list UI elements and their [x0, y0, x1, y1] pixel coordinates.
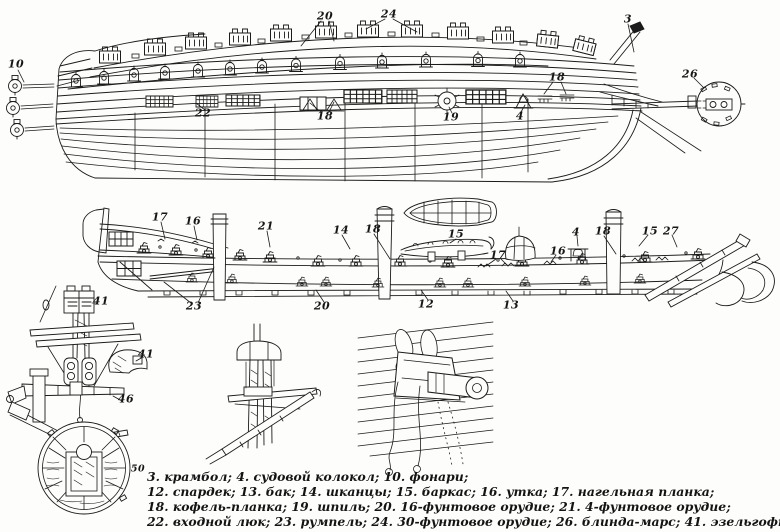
part-label-18m: 18 — [364, 222, 382, 236]
part-label-17b: 17 — [489, 248, 507, 262]
top-leader-lines — [17, 18, 705, 114]
part-label-19: 19 — [442, 110, 460, 124]
caption-line-3: 18. кофель-планка; 19. шпиль; 20. 16-фун… — [147, 499, 731, 514]
part-label-14: 14 — [332, 223, 350, 237]
part-label-27: 27 — [662, 224, 680, 238]
part-label-21: 21 — [257, 219, 275, 233]
part-label-20: 20 — [316, 9, 334, 23]
part-label-16b: 16 — [549, 244, 567, 258]
part-label-41: 41 — [92, 294, 110, 308]
part-label-3: 3 — [623, 12, 633, 26]
detail-leader-lines — [91, 302, 144, 402]
caption-line-1: 3. крамбол; 4. судовой колокол; 10. фона… — [147, 469, 469, 484]
top-profile-drawing — [6, 18, 746, 183]
part-label-50: 50 — [130, 463, 146, 475]
detail-gun-tackle — [357, 321, 494, 476]
part-label-4m: 4 — [571, 225, 581, 239]
part-label-18c: 18 — [594, 224, 612, 238]
part-label-23: 23 — [185, 299, 203, 313]
middle-leader-lines — [160, 221, 678, 304]
detail-mast-top — [6, 285, 148, 515]
part-label-24: 24 — [380, 7, 398, 21]
part-label-46: 46 — [117, 392, 135, 406]
part-label-26: 26 — [681, 67, 699, 81]
part-label-41b: 41 — [137, 347, 155, 361]
part-label-13: 13 — [502, 298, 520, 312]
part-label-17: 17 — [151, 210, 169, 224]
part-label-22: 22 — [194, 106, 212, 120]
part-label-10: 10 — [7, 57, 25, 71]
caption-line-2: 12. спардек; 13. бак; 14. шканцы; 15. ба… — [147, 484, 715, 499]
part-label-16: 16 — [184, 214, 202, 228]
detail-mast-doubling — [205, 323, 321, 465]
part-label-20b: 20 — [313, 299, 331, 313]
part-label-18: 18 — [316, 109, 334, 123]
part-label-18b: 18 — [548, 70, 566, 84]
caption-line-4: 22. входной люк; 23. румпель; 24. 30-фун… — [147, 514, 780, 529]
part-label-15b: 15 — [641, 224, 659, 238]
part-label-15: 15 — [447, 227, 465, 241]
part-label-4: 4 — [515, 109, 525, 123]
inboard-profile-drawing — [82, 197, 775, 308]
part-label-12: 12 — [417, 297, 435, 311]
